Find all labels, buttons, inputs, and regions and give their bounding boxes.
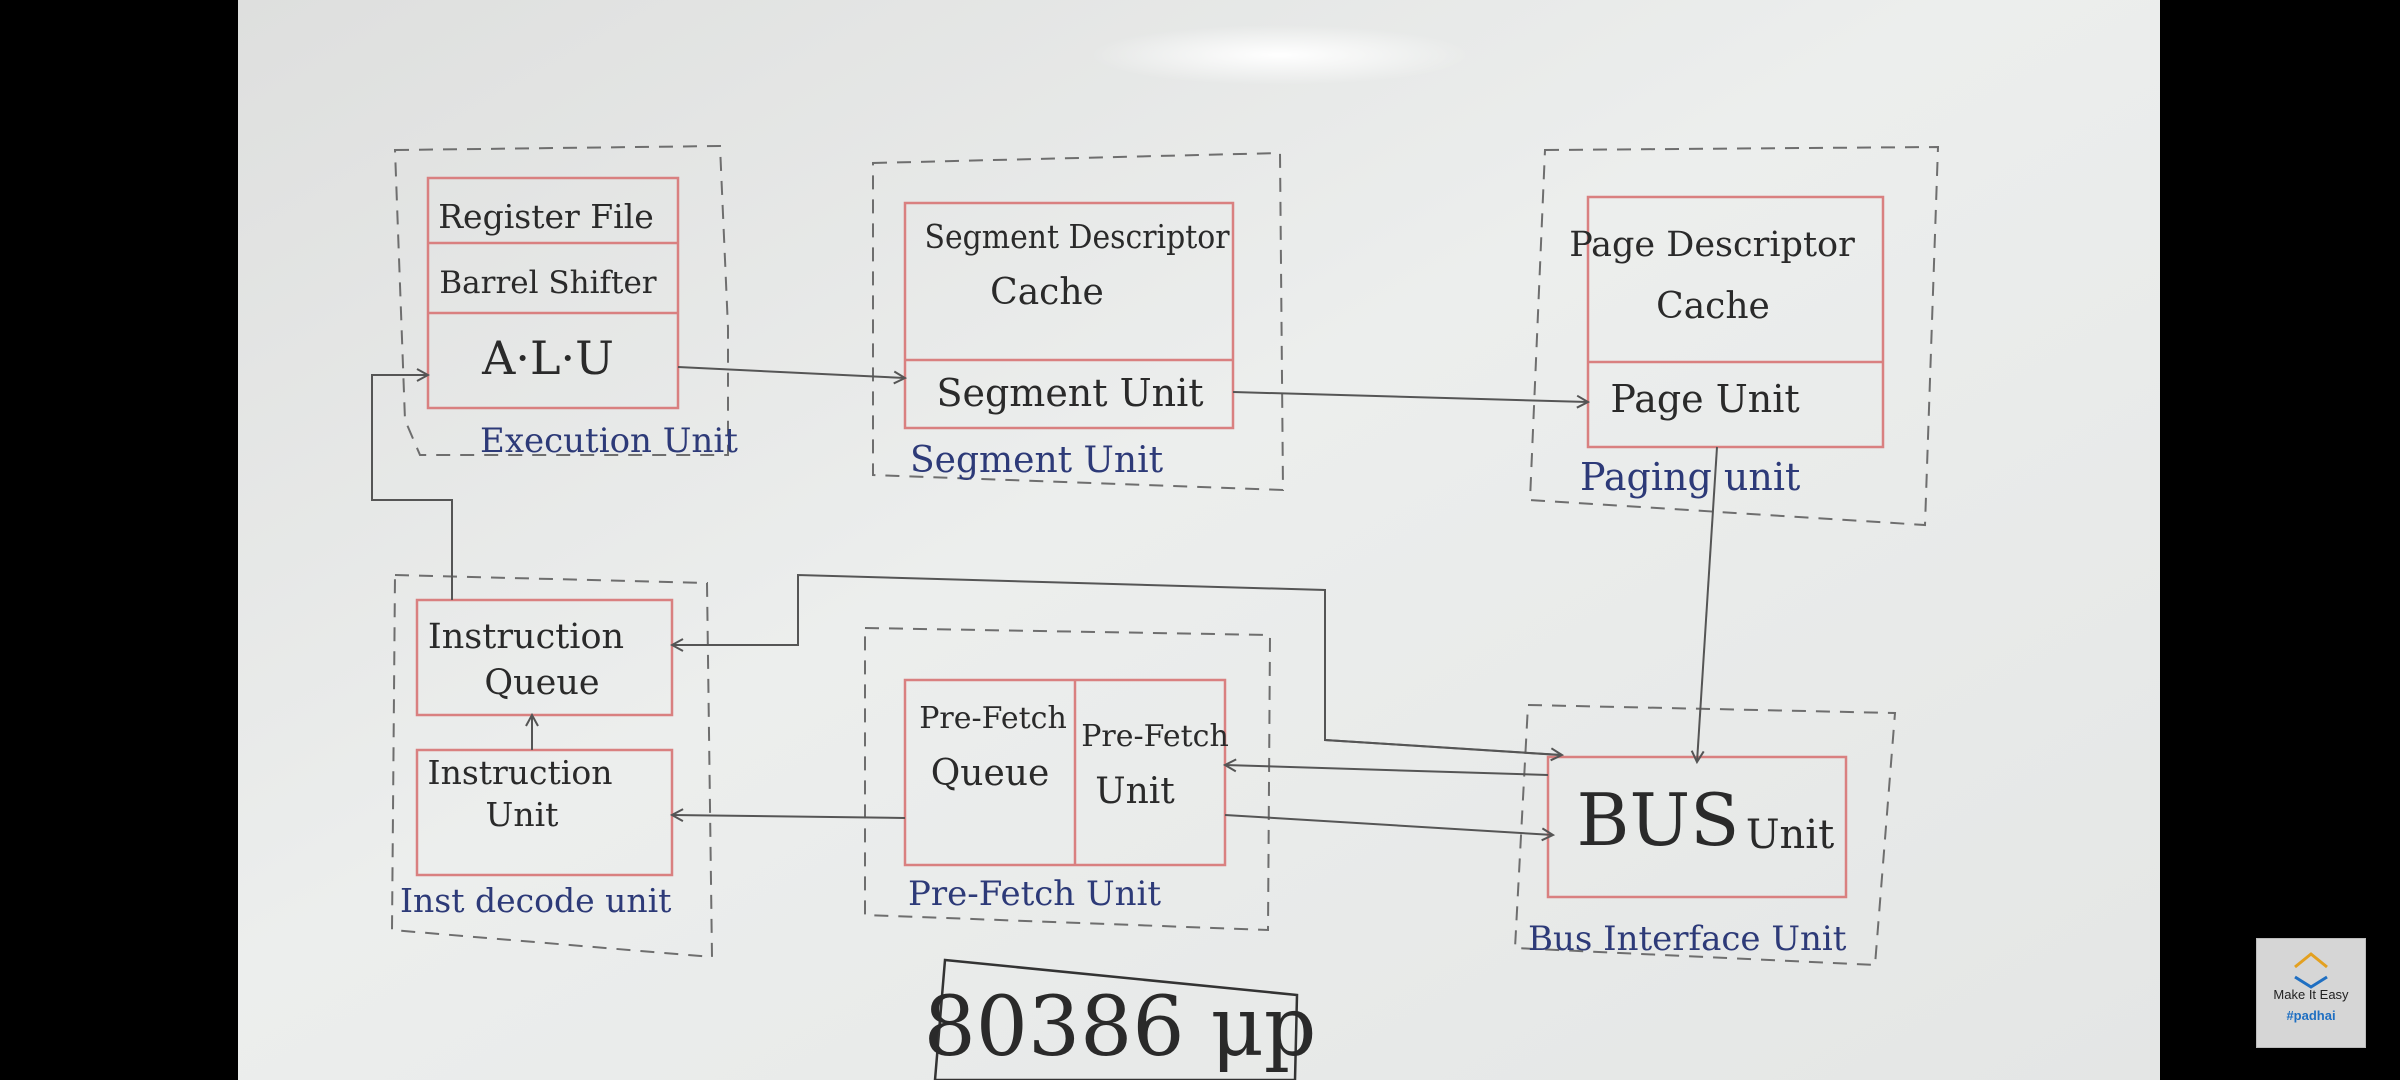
arrow-page-to-bus [1697, 446, 1718, 762]
alu-text: A·L·U [481, 331, 614, 385]
prefetch-unit-label: Pre-Fetch Unit [908, 874, 1161, 914]
decode-unit-label: Inst decode unit [400, 881, 671, 920]
paging-unit-label: Paging unit [1580, 455, 1800, 499]
prefetch-unit-group: Pre-Fetch Queue Pre-Fetch Unit Pre-Fetch… [864, 626, 1272, 932]
prefetch-unit-line1: Pre-Fetch [1081, 719, 1229, 754]
segment-descriptor-text: Segment Descriptor [925, 217, 1230, 256]
arrow-queue-to-alu [371, 375, 453, 600]
arrow-to-bus-top [1324, 739, 1562, 755]
arrow-alu-to-segment [677, 366, 905, 378]
prefetch-unit-line2: Unit [1095, 771, 1175, 812]
arrow-prefetch-to-bus [1224, 814, 1553, 835]
prefetch-queue-line1: Pre-Fetch [919, 701, 1067, 736]
light-glare [1090, 25, 1470, 85]
segment-unit-label: Segment Unit [910, 440, 1164, 481]
arrow-prefetch-to-instruction-unit [672, 815, 906, 818]
paging-unit-group: Page Descriptor Cache Page Unit Paging u… [1528, 145, 1940, 527]
instruction-queue-line1: Instruction [428, 617, 624, 657]
diagram-title-group: 80386 μp [924, 958, 1317, 1080]
register-file-text: Register File [438, 197, 654, 236]
instruction-unit-line1: Instruction [428, 753, 613, 792]
paging-unit-box [1586, 195, 1885, 449]
bus-interface-unit-boundary [1513, 703, 1897, 967]
segment-unit-boundary [872, 151, 1285, 492]
board-surface [238, 0, 2160, 1080]
bus-interface-unit-group: BUS Unit Bus Interface Unit [1513, 703, 1897, 967]
bus-interface-unit-label: Bus Interface Unit [1528, 919, 1847, 959]
page-cache-text: Cache [1656, 286, 1770, 327]
execution-unit-group: Register File Barrel Shifter A·L·U Execu… [393, 144, 738, 461]
arrow-bus-to-prefetch [1225, 765, 1549, 776]
barrel-shifter-text: Barrel Shifter [439, 265, 656, 301]
prefetch-queue-line2: Queue [931, 753, 1050, 794]
watermark-title: Make It Easy [2273, 987, 2349, 1002]
watermark-tag: #padhai [2286, 1008, 2336, 1023]
page-unit-text: Page Unit [1610, 377, 1799, 421]
execution-unit-boundary [393, 144, 729, 456]
execution-unit-box [426, 176, 680, 410]
bus-text: BUS [1577, 778, 1740, 862]
instruction-unit-line2: Unit [486, 795, 559, 834]
segment-unit-group: Segment Descriptor Cache Segment Unit Se… [872, 151, 1285, 492]
title-box [933, 958, 1299, 1080]
prefetch-unit-box [903, 678, 1227, 867]
segment-unit-text: Segment Unit [936, 371, 1203, 415]
execution-unit-label: Execution Unit [480, 421, 738, 461]
segment-cache-text: Cache [990, 272, 1104, 313]
channel-watermark: Make It Easy #padhai [2256, 938, 2366, 1048]
connectors [371, 366, 1718, 835]
instruction-queue-box [415, 598, 674, 717]
prefetch-unit-boundary [864, 626, 1272, 932]
arrow-segment-to-page [1232, 391, 1588, 402]
instruction-queue-line2: Queue [484, 663, 599, 703]
diagram-title: 80386 μp [924, 980, 1317, 1075]
decode-unit-group: Instruction Queue Instruction Unit Inst … [390, 573, 714, 959]
page-descriptor-text: Page Descriptor [1569, 225, 1855, 265]
logo-icon [2294, 952, 2328, 989]
segment-unit-box [903, 201, 1235, 430]
paging-unit-boundary [1528, 145, 1940, 527]
bus-unit-text: Unit [1746, 812, 1834, 858]
